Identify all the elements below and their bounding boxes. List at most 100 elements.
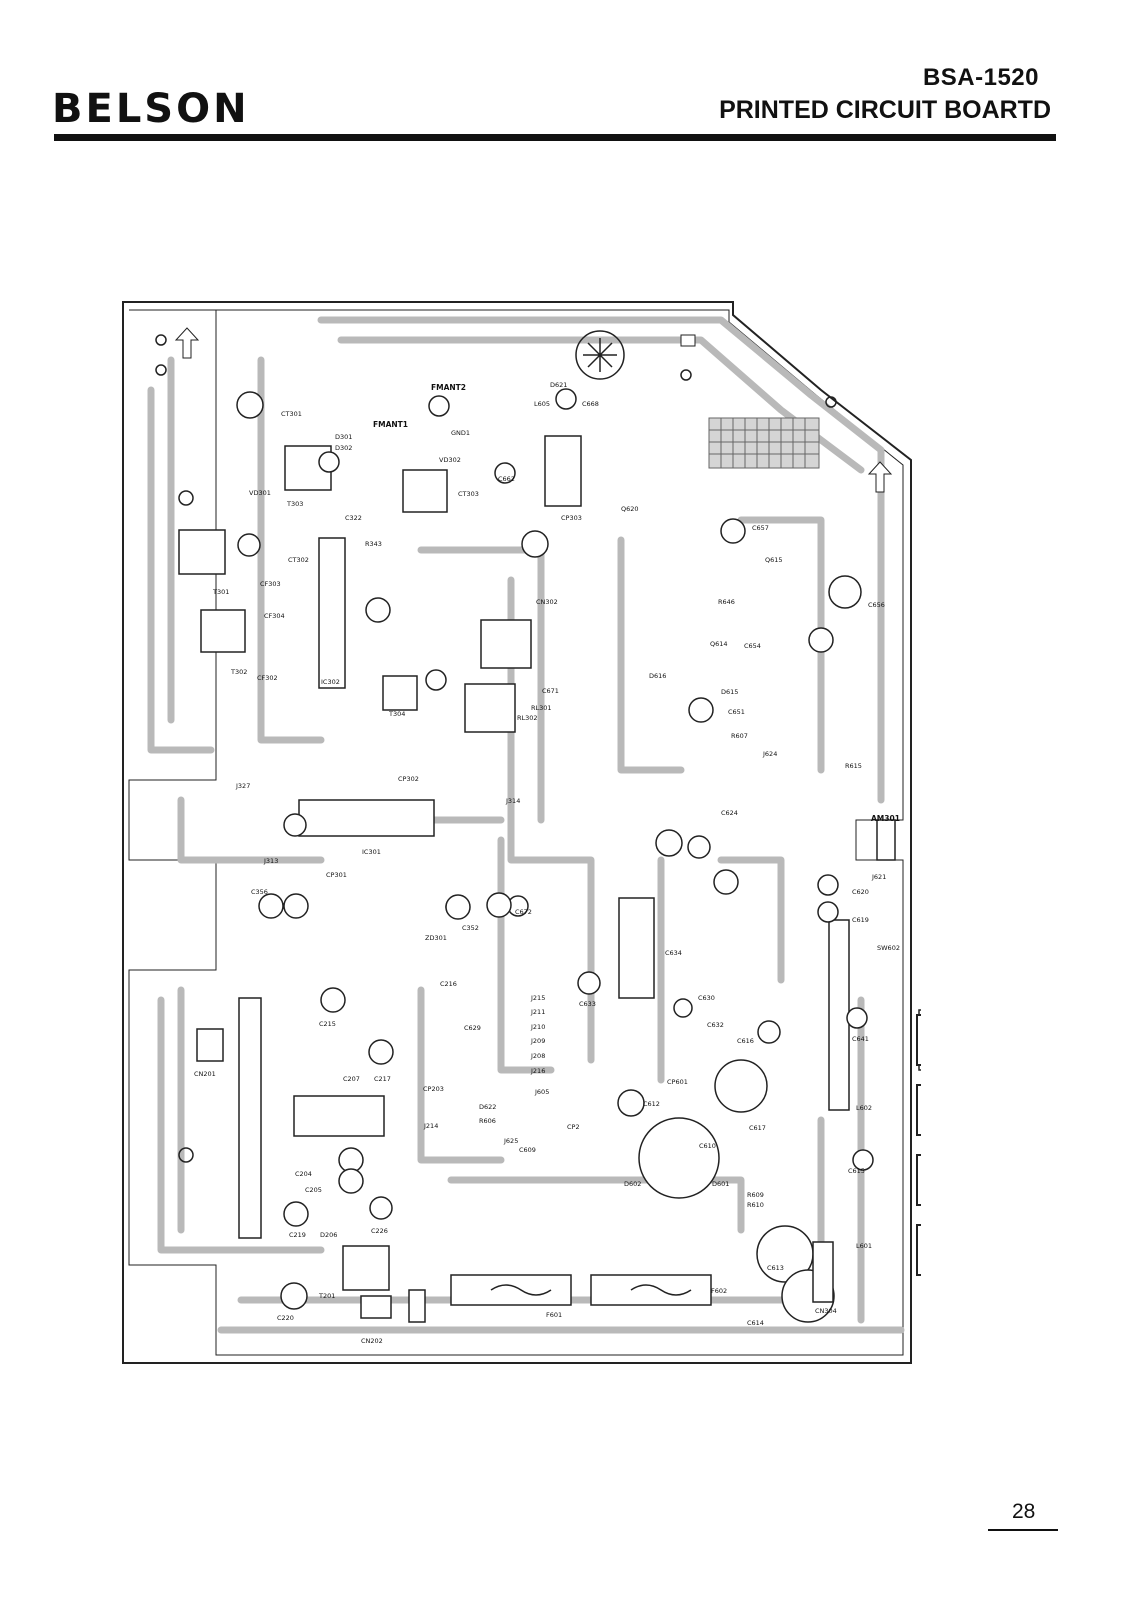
label-fmant1: FMANT1	[373, 420, 408, 429]
label-cn304: CN304	[815, 1307, 837, 1315]
label-j215: J215	[530, 994, 545, 1002]
label-c671: C671	[542, 687, 559, 695]
label-c651: C651	[728, 708, 745, 716]
label-cp301: CP301	[326, 871, 347, 879]
label-f602: F602	[711, 1287, 727, 1295]
label-cp2: CP2	[567, 1123, 580, 1131]
label-d302: D302	[335, 444, 352, 452]
up-arrow-icon	[867, 461, 893, 493]
heatsink-grid	[708, 417, 820, 469]
label-c662: C662	[498, 475, 515, 483]
label-cn202: CN202	[361, 1337, 383, 1345]
label-r343: R343	[365, 540, 382, 548]
label-d622: D622	[479, 1103, 496, 1111]
label-vd302: VD302	[439, 456, 461, 464]
label-fmant2: FMANT2	[431, 383, 466, 392]
reference-square	[680, 334, 696, 347]
board-outline	[122, 301, 912, 1364]
label-c352: C352	[462, 924, 479, 932]
label-c217: C217	[374, 1075, 391, 1083]
label-r609: R609	[747, 1191, 764, 1199]
label-l605: L605	[534, 400, 550, 408]
label-d206: D206	[320, 1231, 337, 1239]
label-c610: C610	[699, 1142, 716, 1150]
label-cn302: CN302	[536, 598, 558, 606]
label-d601: D601	[712, 1180, 729, 1188]
label-c616: C616	[737, 1037, 754, 1045]
label-c656: C656	[868, 601, 885, 609]
label-j621: J621	[871, 873, 886, 881]
label-c609: C609	[519, 1146, 536, 1154]
label-am301: AM301	[871, 814, 900, 823]
mounting-holes	[155, 330, 837, 1163]
label-r606: R606	[479, 1117, 496, 1125]
label-c672: C672	[515, 908, 532, 916]
label-c657: C657	[752, 524, 769, 532]
label-d615: D615	[721, 688, 738, 696]
label-c620: C620	[852, 888, 869, 896]
coil-packages	[178, 445, 532, 1291]
label-rl301: RL301	[531, 704, 552, 712]
connectors	[196, 819, 921, 1323]
label-j624: J624	[762, 750, 777, 758]
label-f601: F601	[546, 1311, 562, 1319]
label-d301: D301	[335, 433, 352, 441]
label-c356: C356	[251, 888, 268, 896]
label-cn201: CN201	[194, 1070, 216, 1078]
label-ct301: CT301	[281, 410, 302, 418]
label-d602: D602	[624, 1180, 641, 1188]
belson-logo: BELSON	[52, 86, 250, 128]
label-c630: C630	[698, 994, 715, 1002]
label-q614: Q614	[710, 640, 728, 648]
label-c226: C226	[371, 1227, 388, 1235]
svg-text:BELSON: BELSON	[52, 86, 250, 128]
copper-traces	[147, 316, 905, 1334]
label-r607: R607	[731, 732, 748, 740]
label-d621: D621	[550, 381, 567, 389]
label-c613: C613	[767, 1264, 784, 1272]
label-j625: J625	[503, 1137, 518, 1145]
label-j211: J211	[530, 1008, 545, 1016]
label-j208: J208	[530, 1052, 545, 1060]
label-j314: J314	[505, 797, 520, 805]
label-c615: C615	[848, 1167, 865, 1175]
label-j313: J313	[263, 857, 278, 865]
pcb-layout: FMANT2 FMANT1 GND1 CT301 CT302 CT303 VD3…	[122, 301, 921, 1364]
label-j209: J209	[530, 1037, 545, 1045]
label-c654: C654	[744, 642, 761, 650]
label-c614: C614	[747, 1319, 764, 1327]
label-t302: T302	[230, 668, 247, 676]
label-ic301: IC301	[362, 848, 381, 856]
label-t303: T303	[286, 500, 303, 508]
label-r610: R610	[747, 1201, 764, 1209]
label-ic302: IC302	[321, 678, 340, 686]
label-j327: J327	[235, 782, 250, 790]
label-c634: C634	[665, 949, 682, 957]
label-c216: C216	[440, 980, 457, 988]
label-c624: C624	[721, 809, 738, 817]
label-cp302: CP302	[398, 775, 419, 783]
label-t201: T201	[318, 1292, 335, 1300]
label-gnd1: GND1	[451, 429, 470, 437]
label-c619: C619	[852, 916, 869, 924]
label-cf302: CF302	[257, 674, 278, 682]
label-l601: L601	[856, 1242, 872, 1250]
label-c668: C668	[582, 400, 599, 408]
fuse-block	[450, 1274, 712, 1306]
label-sw602: SW602	[877, 944, 900, 952]
label-l602: L602	[856, 1104, 872, 1112]
header-rule	[54, 134, 1056, 141]
label-c641: C641	[852, 1035, 869, 1043]
label-cf303: CF303	[260, 580, 281, 588]
label-cp303: CP303	[561, 514, 582, 522]
label-r646: R646	[718, 598, 735, 606]
label-q620: Q620	[621, 505, 639, 513]
label-t304: T304	[388, 710, 405, 718]
label-q615: Q615	[765, 556, 783, 564]
label-c629: C629	[464, 1024, 481, 1032]
label-ct303: CT303	[458, 490, 479, 498]
label-j214: J214	[423, 1122, 438, 1130]
label-cp203: CP203	[423, 1085, 444, 1093]
label-c215: C215	[319, 1020, 336, 1028]
capacitors	[236, 388, 874, 1323]
